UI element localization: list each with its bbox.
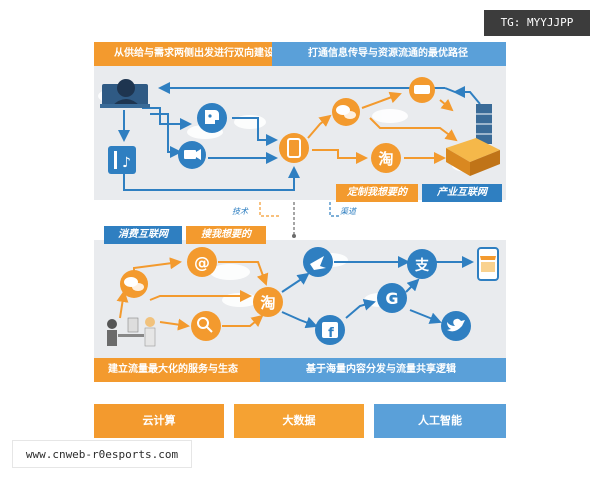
building-icon [446,104,500,176]
taobao-icon-top: 淘 [371,143,401,173]
music-icon: ♪ [108,146,136,174]
badge-custom: 定制我想要的 [336,184,418,202]
search-icon [191,311,221,341]
svg-text:淘: 淘 [377,150,393,168]
bottom-arrows [116,256,474,331]
badge-consumer: 消费互联网 [104,226,182,244]
svg-text:f: f [328,326,334,341]
watermark-top: TG: MYYJJPP [484,10,590,36]
robot-icon [197,103,227,133]
twitter-icon [441,311,471,341]
bottom-footer-left: 建立流量最大化的服务与生态 [94,358,260,382]
svg-text:淘: 淘 [259,294,275,312]
svg-text:@: @ [194,253,210,272]
label-tech: 技术 [232,207,248,216]
at-icon: @ [187,247,217,277]
svg-text:支: 支 [414,257,430,274]
person-icon [100,79,150,108]
taobao-icon-bottom: 淘 [253,287,283,317]
pillar-ai: 人工智能 [374,404,506,438]
svg-text:♪: ♪ [122,155,131,171]
google-icon: G [377,283,407,313]
badge-find: 搜我想要的 [186,226,266,244]
camera-icon [178,141,206,169]
facebook-icon: f [315,315,345,345]
shop-phone-icon [477,247,499,281]
top-header-right: 打通信息传导与资源流通的最优路径 [272,42,506,66]
middle-connectors [259,202,340,238]
bird-icon [303,247,333,277]
top-header-left: 从供给与需求两侧出发进行双向建设 [94,42,274,66]
pillar-cloud-computing: 云计算 [94,404,224,438]
phone-icon [279,133,309,163]
svg-text:G: G [385,289,398,308]
bus-icon [409,77,435,103]
bottom-panel [94,240,506,358]
people-icon [107,317,156,347]
alipay-icon: 支 [407,249,437,279]
bottom-footer-right: 基于海量内容分发与流量共享逻辑 [260,358,506,382]
chat-icon [332,98,360,126]
badge-industrial: 产业互联网 [422,184,502,202]
top-arrows [118,82,481,191]
pillar-big-data: 大数据 [234,404,364,438]
watermark-bottom: www.cnweb-r0esports.com [12,440,192,468]
label-source: 渠道 [340,207,356,216]
chat-icon-bottom [120,270,148,298]
